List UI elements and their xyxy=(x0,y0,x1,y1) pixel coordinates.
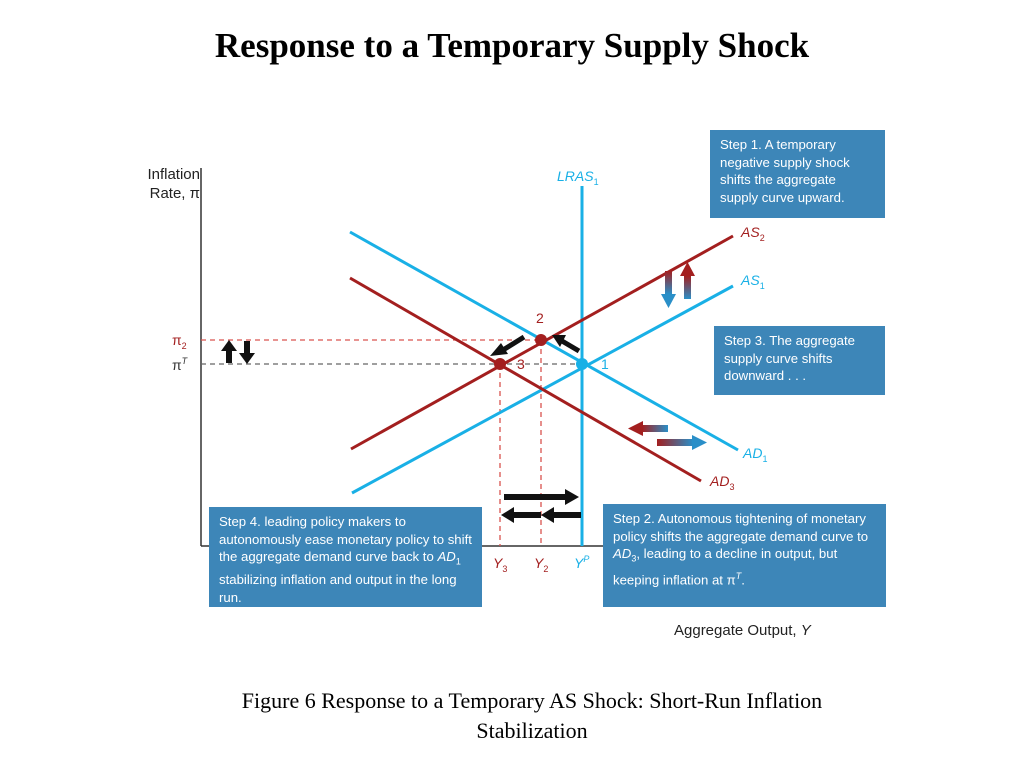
y2-tick-label: Y2 xyxy=(534,555,548,574)
point-2-label: 2 xyxy=(536,310,544,326)
y-axis-label: Inflation Rate, π xyxy=(147,166,200,202)
point-3 xyxy=(494,358,506,370)
piT-tick-label: πT xyxy=(172,356,189,373)
figure-caption: Figure 6 Response to a Temporary AS Shoc… xyxy=(241,688,823,743)
y3-tick-label: Y3 xyxy=(493,555,507,574)
point-1-label: 1 xyxy=(601,356,609,372)
point-3-label: 3 xyxy=(517,356,525,372)
output-left-arrow-2 xyxy=(541,507,581,523)
point-1 xyxy=(576,358,588,370)
step-1-box: Step 1. A temporary negative supply shoc… xyxy=(710,130,885,218)
slide-title: Response to a Temporary Supply Shock xyxy=(214,26,810,65)
ad3-label: AD3 xyxy=(709,473,734,492)
step-2-box: Step 2. Autonomous tightening of monetar… xyxy=(603,504,886,607)
arrow-to-point-2 xyxy=(552,335,581,354)
as1-label: AS1 xyxy=(740,272,765,291)
lras1-label: LRAS1 xyxy=(557,168,599,187)
ad3-curve xyxy=(349,276,702,483)
x-axis-label: Aggregate Output, Y xyxy=(674,622,811,639)
point-2 xyxy=(535,334,547,346)
ad1-label: AD1 xyxy=(742,445,767,464)
as-shift-up-arrow xyxy=(680,262,695,299)
step-3-box: Step 3. The aggregate supply curve shift… xyxy=(714,326,885,395)
inflation-up-arrow xyxy=(221,340,237,363)
ad-shift-left-arrow xyxy=(628,421,668,436)
output-left-arrow-1 xyxy=(501,507,541,523)
output-right-arrow xyxy=(504,489,579,505)
step-4-box: Step 4. leading policy makers to autonom… xyxy=(209,507,482,607)
pi2-tick-label: π2 xyxy=(172,332,187,351)
as2-label: AS2 xyxy=(740,224,765,243)
yp-tick-label: YP xyxy=(574,554,589,571)
arrow-to-point-3 xyxy=(490,334,526,356)
inflation-down-arrow xyxy=(239,341,255,364)
ad-shift-right-arrow xyxy=(657,435,707,450)
as-shift-down-arrow xyxy=(661,271,676,308)
